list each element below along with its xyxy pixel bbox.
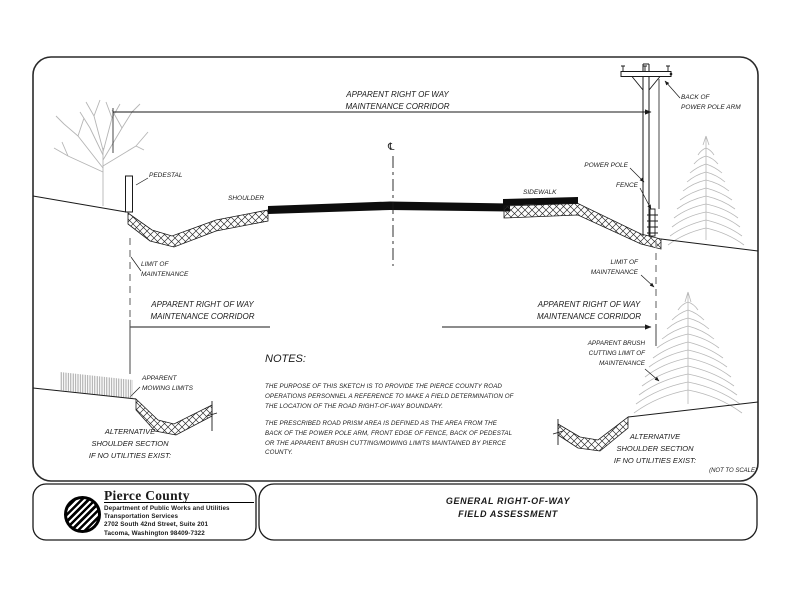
power-pole-symbol [620,63,673,236]
agency-name: Pierce County [104,488,190,503]
not-to-scale-note: (NOT TO SCALE) [709,468,757,474]
notes-paragraph-1: THE PURPOSE OF THIS SKETCH IS TO PROVIDE… [265,383,514,410]
limit-of-maintenance-left-label: LIMIT OF MAINTENANCE [141,261,189,279]
title-block-border [258,483,758,541]
pierce-county-logo [64,496,101,533]
agency-address: Department of Public Works and Utilities… [104,505,230,537]
agency-block-border [32,483,257,541]
pine-tree-upper [667,135,745,246]
mowing-grass-hatch [60,372,133,399]
embankment-hatch-right [503,203,662,250]
leader-lines [129,80,681,398]
power-pole-label: POWER POLE [584,162,628,169]
deciduous-tree [53,99,149,206]
pine-tree-lower [633,291,743,414]
fence-label: FENCE [615,182,638,189]
brush-cutting-limit-label: APPARENT BRUSH CUTTING LIMIT OF MAINTENA… [587,340,645,368]
pedestal-label: PEDESTAL [149,172,183,179]
shoulder-label: SHOULDER [228,195,265,202]
alt-shoulder-left-caption: ALTERNATIVE SHOULDER SECTION IF NO UTILI… [88,427,172,460]
corridor-left-label: APPARENT RIGHT OF WAY MAINTENANCE CORRID… [150,300,255,321]
road-surface [268,201,510,214]
pedestal-symbol [125,175,133,213]
alt-shoulder-left [32,372,218,436]
notes-paragraph-2: THE PRESCRIBED ROAD PRISM AREA IS DEFINE… [265,420,513,457]
sidewalk-surface [503,197,578,206]
centerline-symbol: ℄ [388,142,395,153]
limit-of-maintenance-lines [129,238,657,324]
fence-symbol [647,208,658,237]
cross-section-linework [32,63,759,374]
sheet-border [32,56,759,482]
mowing-limits-label: APPARENT MOWING LIMITS [142,375,193,393]
corridor-right-label: APPARENT RIGHT OF WAY MAINTENANCE CORRID… [536,300,641,321]
top-corridor-label: APPARENT RIGHT OF WAY MAINTENANCE CORRID… [345,90,450,111]
alt-shoulder-right [552,401,759,452]
drawing-title: GENERAL RIGHT-OF-WAY FIELD ASSESSMENT [445,496,571,520]
notes-heading: NOTES: [265,353,306,365]
ditch-hatch-left [127,209,269,248]
limit-of-maintenance-right-label: LIMIT OF MAINTENANCE [590,259,638,277]
agency-underline [104,502,254,503]
sidewalk-label: SIDEWALK [523,189,557,196]
alt-shoulder-right-caption: ALTERNATIVE SHOULDER SECTION IF NO UTILI… [613,432,697,465]
back-of-power-pole-arm-label: BACK OF POWER POLE ARM [681,94,741,112]
